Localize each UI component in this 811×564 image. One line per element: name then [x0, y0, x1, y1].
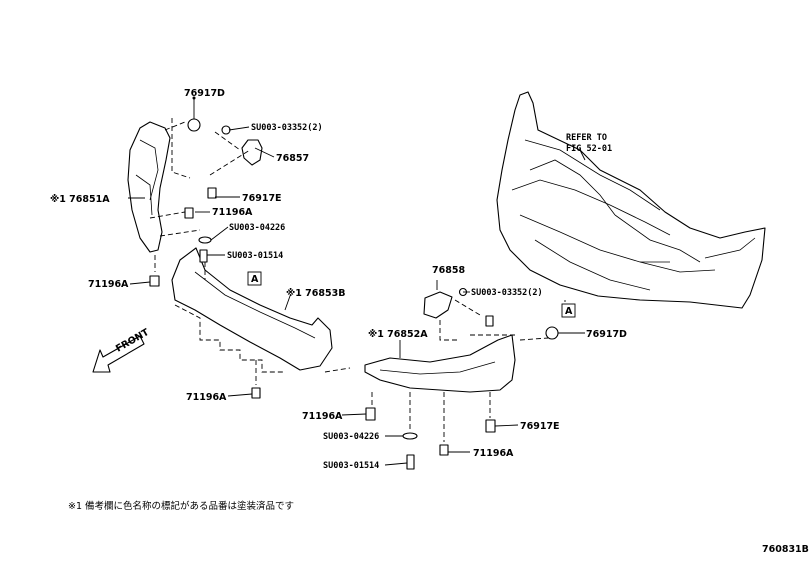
label-71196A-mid: 71196A	[302, 411, 343, 422]
label-su003-01514-bottom: SU003-01514	[323, 461, 379, 471]
ref-box-a-right-label: A	[565, 306, 573, 317]
ref-box-a-left: A	[247, 271, 262, 286]
bumper-cover	[496, 91, 766, 309]
footnote: ※1 備考欄に色名称の標記がある品番は塗装済品です	[68, 500, 294, 512]
label-71196A-bottom-left: 71196A	[186, 392, 227, 403]
label-su003-04226-left: SU003-04226	[229, 223, 285, 233]
label-71196A-left-top: 71196A	[212, 207, 253, 218]
side-bracket-76851A	[127, 121, 171, 253]
leader-lines	[128, 96, 586, 466]
bracket-76858	[423, 291, 453, 319]
label-76857: 76857	[276, 153, 309, 164]
label-76851A: ※1 76851A	[50, 194, 110, 205]
label-76917E-right: 76917E	[520, 421, 560, 432]
label-76853B: ※1 76853B	[286, 288, 345, 299]
label-76917D-top: 76917D	[184, 88, 225, 99]
label-refer-line1: REFER TO	[566, 133, 607, 143]
label-refer-line2: FIG 52-01	[566, 144, 612, 154]
label-71196A-right: 71196A	[473, 448, 514, 459]
lower-frame-76853B	[171, 247, 333, 371]
label-76852A: ※1 76852A	[368, 329, 428, 340]
front-arrow-icon	[92, 335, 145, 373]
label-su003-01514-left: SU003-01514	[227, 251, 283, 261]
ref-box-a-right: A	[561, 303, 576, 318]
label-su003-04226-bottom: SU003-04226	[323, 432, 379, 442]
ref-box-a-left-label: A	[251, 274, 259, 285]
assembly-lines	[149, 118, 566, 442]
label-76917D-right: 76917D	[586, 329, 627, 340]
diagram-code: 760831B	[762, 544, 809, 555]
label-71196A-left: 71196A	[88, 279, 129, 290]
bracket-76857	[241, 139, 263, 166]
label-76917E-left: 76917E	[242, 193, 282, 204]
label-su003-03352-top: SU003-03352(2)	[251, 123, 323, 133]
label-76858: 76858	[432, 265, 465, 276]
label-su003-03352-right: SU003-03352(2)	[471, 288, 543, 298]
spoiler-76852A	[364, 334, 516, 393]
